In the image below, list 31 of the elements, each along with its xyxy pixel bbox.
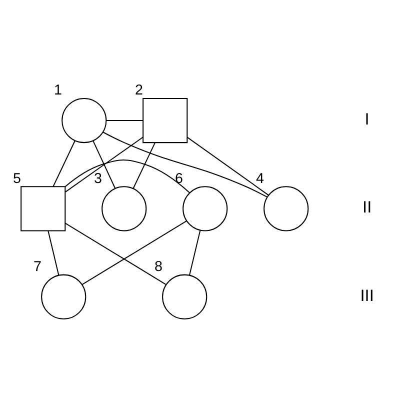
label: III (360, 286, 374, 305)
connector (132, 142, 156, 189)
node-label: 1 (54, 82, 62, 99)
connector (48, 230, 60, 276)
connector (187, 136, 269, 196)
node-box (142, 98, 188, 144)
node-circle (264, 186, 309, 232)
node-box (20, 186, 66, 232)
node-label: 5 (12, 170, 21, 187)
connector (52, 140, 76, 187)
connector (102, 132, 268, 198)
node-label: 7 (33, 258, 42, 275)
node-circle (102, 186, 147, 232)
connector (64, 222, 166, 285)
connector (189, 230, 201, 276)
connector (65, 136, 144, 192)
connector (106, 120, 144, 122)
connector (82, 220, 187, 286)
connector (92, 140, 116, 189)
node-circle (182, 186, 228, 232)
node-label: 4 (256, 170, 264, 187)
node-circle (162, 274, 208, 320)
label: I (364, 110, 370, 128)
node-label: 6 (174, 170, 183, 187)
connector (64, 159, 190, 194)
node-circle (62, 98, 107, 144)
node-label: 3 (94, 170, 102, 187)
node-circle (41, 274, 86, 320)
node-label: 2 (134, 82, 143, 99)
node-label: 8 (154, 258, 162, 275)
label: II (362, 198, 372, 217)
